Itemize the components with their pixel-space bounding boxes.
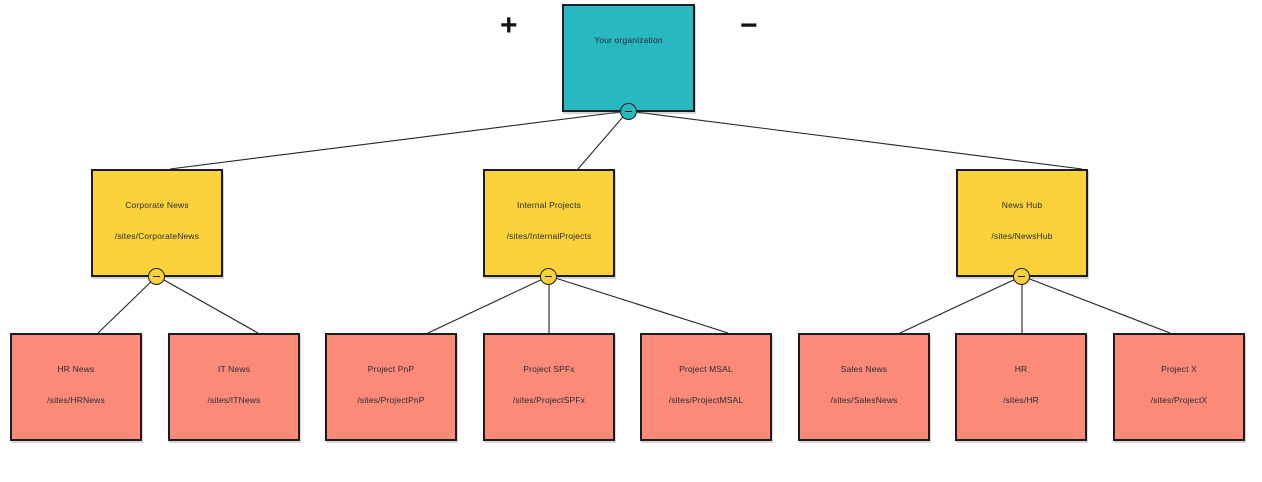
node-title: Project X	[1161, 364, 1197, 374]
node-url: /sites/SalesNews	[830, 394, 898, 405]
collapse-minus-icon	[625, 110, 632, 113]
node-url: /sites/NewsHub	[991, 230, 1053, 241]
node-url: /sites/ITNews	[207, 394, 261, 405]
edge-internal-project-pnp	[427, 275, 550, 334]
node-sales-news[interactable]: Sales News /sites/SalesNews	[798, 333, 930, 441]
node-url: /sites/CorporateNews	[114, 230, 200, 241]
zoom-out-button[interactable]: −	[740, 11, 758, 41]
node-url: /sites/ProjectSPFx	[512, 394, 586, 405]
node-hr[interactable]: HR /sites/HR	[955, 333, 1087, 441]
node-title: Project PnP	[367, 364, 415, 374]
node-corporate-news[interactable]: Corporate News /sites/CorporateNews	[91, 169, 223, 277]
toggle-news-hub[interactable]	[1013, 268, 1030, 285]
node-title: Your organization	[594, 35, 663, 45]
collapse-minus-icon	[153, 275, 160, 278]
node-project-pnp[interactable]: Project PnP /sites/ProjectPnP	[325, 333, 457, 441]
edge-corporate-it-news	[156, 275, 259, 334]
node-title: HR	[1014, 364, 1028, 374]
edge-internal-project-msal	[548, 275, 729, 334]
edge-newshub-sales-news	[899, 275, 1023, 334]
minus-icon: −	[740, 9, 758, 42]
node-hr-news[interactable]: HR News /sites/HRNews	[10, 333, 142, 441]
node-title: Project MSAL	[679, 364, 733, 374]
toggle-internal-projects[interactable]	[540, 268, 557, 285]
node-url: /sites/HR	[1003, 394, 1039, 405]
node-title: Internal Projects	[517, 200, 581, 210]
edge-root-news-hub	[627, 110, 1083, 170]
node-your-organization[interactable]: Your organization	[562, 4, 695, 112]
node-url: /sites/ProjectX	[1150, 394, 1208, 405]
node-title: Sales News	[840, 364, 888, 374]
node-title: IT News	[217, 364, 251, 374]
node-url: /sites/InternalProjects	[506, 230, 592, 241]
edge-newshub-project-x	[1021, 275, 1171, 334]
toggle-corporate-news[interactable]	[148, 268, 165, 285]
node-url: /sites/ProjectPnP	[357, 394, 425, 405]
node-title: News Hub	[1001, 200, 1043, 210]
edge-root-corporate-news	[169, 110, 629, 170]
node-title: Corporate News	[125, 200, 189, 210]
node-project-x[interactable]: Project X /sites/ProjectX	[1113, 333, 1245, 441]
node-title: Project SPFx	[523, 364, 575, 374]
edge-corporate-hr-news	[97, 275, 158, 334]
node-url: /sites/HRNews	[47, 394, 105, 405]
collapse-minus-icon	[545, 275, 552, 278]
node-project-msal[interactable]: Project MSAL /sites/ProjectMSAL	[640, 333, 772, 441]
node-it-news[interactable]: IT News /sites/ITNews	[168, 333, 300, 441]
node-project-spfx[interactable]: Project SPFx /sites/ProjectSPFx	[483, 333, 615, 441]
edge-root-internal-projects	[577, 110, 629, 170]
node-news-hub[interactable]: News Hub /sites/NewsHub	[956, 169, 1088, 277]
node-url: /sites/ProjectMSAL	[668, 394, 744, 405]
node-internal-projects[interactable]: Internal Projects /sites/InternalProject…	[483, 169, 615, 277]
zoom-in-button[interactable]: +	[500, 11, 518, 41]
toggle-your-organization[interactable]	[620, 103, 637, 120]
collapse-minus-icon	[1018, 275, 1025, 278]
plus-icon: +	[500, 9, 518, 42]
node-title: HR News	[57, 364, 95, 374]
